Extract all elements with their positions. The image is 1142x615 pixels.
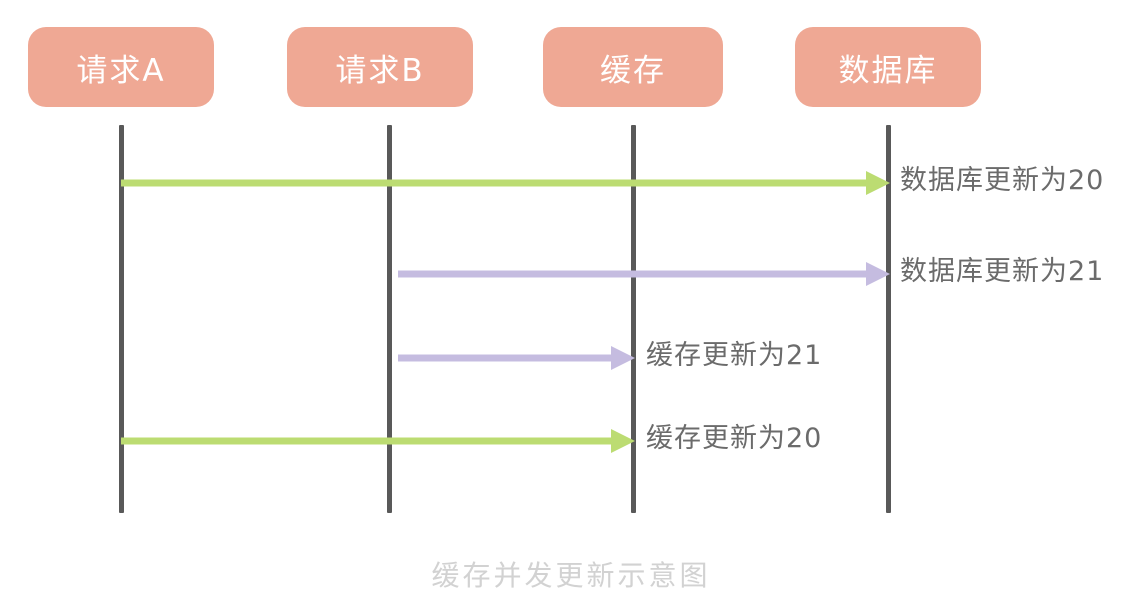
lifeline-request-b — [387, 125, 392, 513]
actor-label-cache: 缓存 — [600, 52, 666, 89]
message-label-2: 数据库更新为21 — [900, 256, 1105, 287]
actor-box-cache[interactable]: 缓存 — [543, 27, 723, 107]
actor-box-database[interactable]: 数据库 — [795, 27, 981, 107]
actor-label-request-b: 请求B — [335, 52, 425, 89]
lifeline-cache — [631, 125, 636, 513]
actor-box-request-b[interactable]: 请求B — [287, 27, 473, 107]
message-label-4: 缓存更新为20 — [646, 423, 823, 454]
actor-label-request-a: 请求A — [76, 52, 166, 89]
actor-box-request-a[interactable]: 请求A — [28, 27, 214, 107]
diagram-caption: 缓存并发更新示意图 — [431, 559, 711, 592]
message-arrow-1 — [121, 171, 890, 195]
lifeline-database — [886, 125, 891, 513]
message-label-1: 数据库更新为20 — [900, 165, 1105, 196]
actor-label-database: 数据库 — [838, 52, 938, 89]
lifeline-request-a — [119, 125, 124, 513]
message-arrow-4 — [121, 429, 635, 453]
message-arrow-3 — [398, 346, 635, 370]
message-arrow-2 — [398, 262, 890, 286]
message-label-3: 缓存更新为21 — [646, 340, 823, 371]
